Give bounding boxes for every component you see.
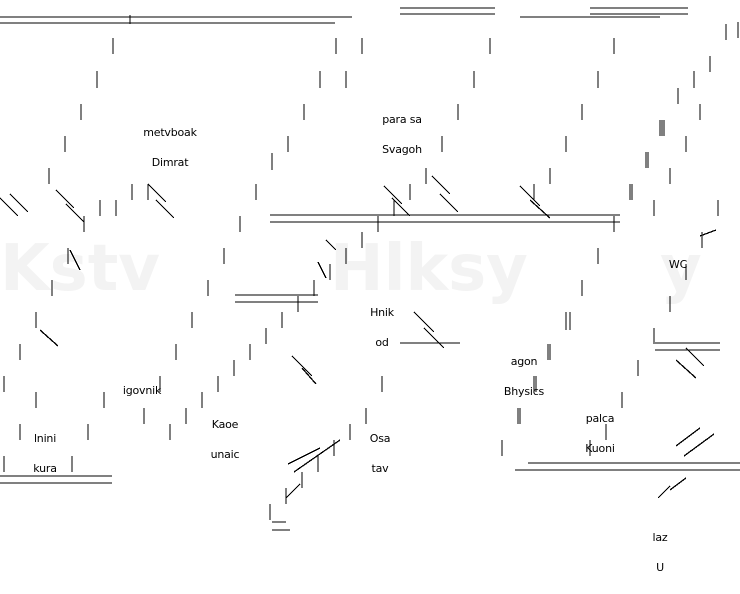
label-upper-left-center: metvboak Dimrat: [140, 108, 200, 188]
label-left-mid: igovnik: [112, 346, 172, 416]
label-lower-left-center-line2: unaic: [210, 448, 240, 461]
label-top-left: [0, 108, 60, 168]
floor-plan-diagram: Kstv Hlksy y: [0, 7, 740, 573]
label-right-mid: WC: [658, 240, 698, 310]
label-lower-right: palca Kuoni: [570, 394, 630, 474]
label-upper-center-line1: para sa: [382, 113, 422, 126]
label-center-line2: od: [375, 336, 389, 349]
label-upper-center-line2: Svagoh: [382, 143, 422, 156]
label-center-right-line1: agon: [510, 355, 538, 368]
label-lower-center-line1: Osa: [369, 432, 391, 445]
watermark-right: y: [660, 232, 702, 306]
label-lower-left-center: Kaoe unaic: [200, 400, 250, 480]
label-lower-center-line2: tav: [371, 462, 389, 475]
label-bottom-right-line2: U: [656, 561, 664, 574]
label-left-mid-line2: igovnik: [122, 384, 162, 397]
label-lower-left: lnini kura: [20, 414, 70, 494]
label-bottom-right: laz U: [640, 513, 680, 593]
label-bottom-right-line1: laz: [652, 531, 668, 544]
label-upper-center: para sa Svagoh: [372, 95, 432, 175]
watermark-center: Hlksy: [330, 232, 528, 306]
label-lower-left-line2: kura: [33, 462, 57, 475]
label-upper-left-center-line2: Dimrat: [151, 156, 189, 169]
label-center-right-line2: Bhysics: [503, 385, 545, 398]
label-center: Hnik od: [352, 288, 412, 368]
label-lower-left-line1: lnini: [33, 432, 57, 445]
label-center-right: agon Bhysics: [494, 337, 554, 417]
label-upper-left-center-line1: metvboak: [143, 126, 197, 139]
label-center-line1: Hnik: [370, 306, 394, 319]
label-upper-right: [522, 98, 582, 158]
label-lower-left-center-line1: Kaoe: [211, 418, 239, 431]
label-right-mid-line1: WC: [668, 258, 688, 271]
label-lower-right-line1: palca: [585, 412, 615, 425]
label-lower-center: Osa tav: [360, 414, 400, 494]
label-lower-right-line2: Kuoni: [585, 442, 615, 455]
wall-lines: [0, 7, 740, 531]
